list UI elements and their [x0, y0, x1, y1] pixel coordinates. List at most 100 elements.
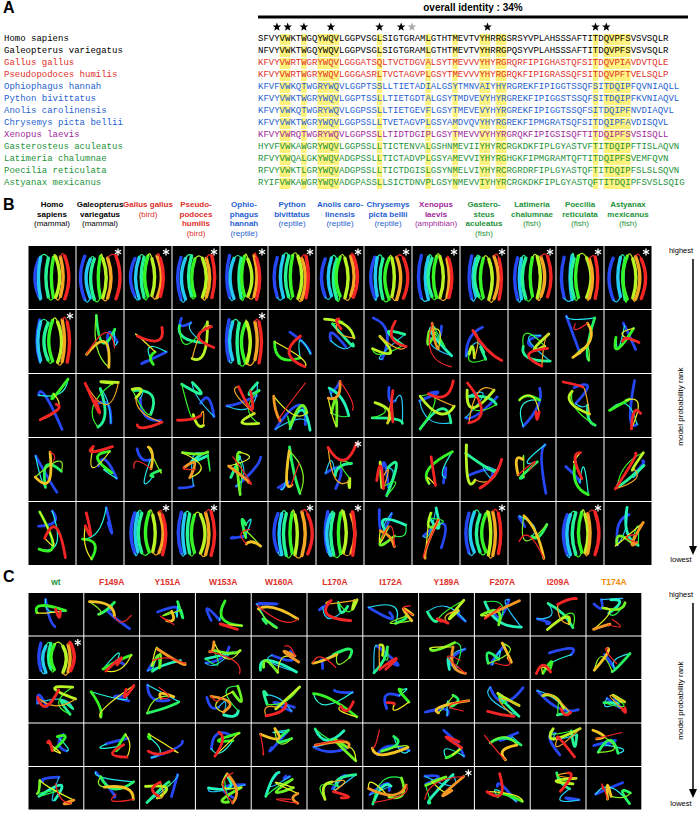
coil-ribbon — [257, 602, 277, 606]
strand-ribbon — [283, 514, 286, 556]
strand-ribbon — [49, 320, 53, 361]
species-name: Ophiophagus hannah — [4, 82, 101, 93]
model-tile — [173, 246, 220, 309]
coil-ribbon — [379, 645, 381, 669]
coil-ribbon — [597, 733, 622, 739]
strand-ribbon — [71, 643, 75, 671]
selected-asterisk — [547, 250, 553, 254]
model-tile — [84, 637, 139, 680]
coil-ribbon — [426, 777, 446, 785]
model-tile — [363, 593, 418, 636]
coil-ribbon — [594, 608, 610, 629]
coil-ribbon — [328, 381, 340, 398]
model-tile — [509, 438, 556, 501]
coil-ribbon — [222, 787, 241, 802]
coil-ribbon — [520, 395, 540, 412]
model-tile — [419, 593, 474, 636]
strand-ribbon — [488, 513, 490, 555]
rank-arrow — [692, 259, 694, 548]
class-label: (amphibian) — [410, 219, 462, 229]
mutant-label: W160A — [251, 578, 307, 588]
coil-ribbon — [132, 388, 141, 398]
strand-ribbon — [255, 322, 257, 359]
model-tile — [269, 438, 316, 501]
coil-ribbon — [98, 777, 104, 788]
strand-ribbon — [39, 643, 41, 670]
coil-ribbon — [432, 324, 438, 349]
model-tile — [587, 767, 642, 810]
conserved-star — [408, 23, 417, 31]
coil-ribbon — [261, 734, 264, 755]
coil-ribbon — [211, 696, 221, 701]
strand-ribbon — [274, 258, 277, 297]
strand-ribbon — [145, 256, 148, 296]
coil-ribbon — [241, 529, 250, 544]
coil-ribbon — [151, 470, 161, 476]
coil-ribbon — [179, 486, 193, 488]
strand-ribbon — [163, 515, 166, 555]
strand-ribbon — [578, 512, 581, 552]
species-name: Python bivittatus — [4, 94, 96, 105]
coil-ribbon — [208, 452, 211, 471]
selected-asterisk — [595, 506, 601, 510]
coil-ribbon — [210, 642, 214, 652]
coil-ribbon — [582, 387, 589, 414]
coil-ribbon — [148, 447, 161, 473]
coil-ribbon — [137, 327, 162, 341]
coil-ribbon — [328, 443, 356, 460]
coil-ribbon — [425, 777, 464, 800]
coil-ribbon — [211, 696, 230, 712]
coil-ribbon — [59, 687, 73, 714]
model-tile — [419, 680, 474, 723]
coil-ribbon — [369, 785, 407, 795]
coil-ribbon — [610, 695, 625, 708]
model-tile — [252, 637, 307, 680]
selected-asterisk — [403, 250, 409, 254]
selected-asterisk — [75, 641, 81, 645]
identity-title: overall identity : 34% — [258, 2, 688, 14]
coil-ribbon — [160, 616, 174, 625]
strand-ribbon — [285, 256, 288, 297]
selected-asterisk — [403, 250, 409, 254]
model-tile — [475, 637, 530, 680]
model-tile — [84, 680, 139, 723]
selected-asterisk — [307, 250, 313, 254]
model-tile — [531, 724, 586, 767]
coil-ribbon — [257, 605, 298, 622]
coil-ribbon — [148, 347, 166, 365]
model-tile — [29, 680, 84, 723]
coil-ribbon — [106, 508, 112, 534]
conserved-star — [300, 23, 309, 31]
model-tile — [140, 724, 195, 767]
coil-ribbon — [336, 655, 349, 665]
coil-ribbon — [83, 508, 107, 540]
coil-ribbon — [337, 319, 341, 329]
selected-asterisk — [595, 250, 601, 254]
strand-ribbon — [257, 258, 260, 299]
conserved-star — [397, 23, 406, 31]
coil-ribbon — [403, 606, 413, 615]
strand-ribbon — [466, 513, 469, 553]
model-tile — [140, 593, 195, 636]
model-tile — [461, 310, 508, 373]
model-tile — [29, 310, 76, 373]
strand-ribbon — [480, 259, 483, 298]
strand-ribbon — [206, 258, 209, 296]
species-header: Latimeria chalumnae — [506, 200, 558, 219]
coil-ribbon — [137, 422, 162, 428]
model-tile — [252, 680, 307, 723]
coil-ribbon — [488, 643, 510, 663]
coil-ribbon — [437, 600, 464, 621]
coil-ribbon — [485, 602, 521, 627]
model-tile — [173, 310, 220, 373]
mutant-label: W153A — [195, 578, 251, 588]
coil-ribbon — [549, 648, 573, 654]
coil-ribbon — [429, 324, 451, 367]
strand-ribbon — [38, 322, 41, 360]
coil-ribbon — [468, 383, 482, 423]
model-tile — [173, 374, 220, 437]
selected-asterisk — [259, 250, 265, 254]
strand-ribbon — [321, 259, 325, 297]
selected-asterisk — [451, 250, 457, 254]
model-tile — [173, 502, 220, 565]
